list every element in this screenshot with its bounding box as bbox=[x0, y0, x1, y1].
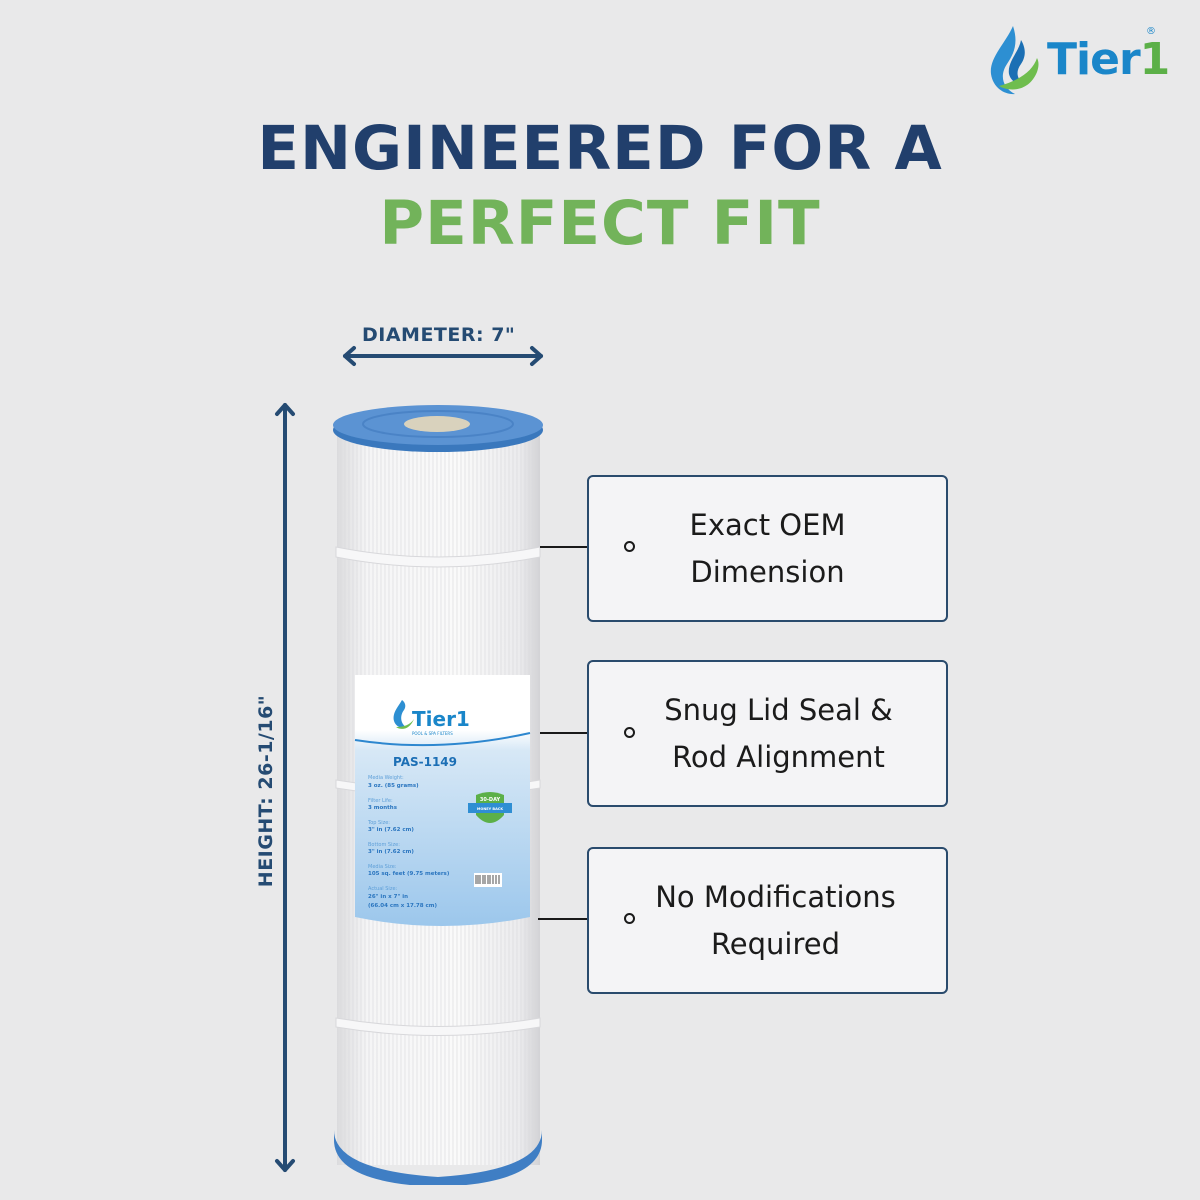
height-label: HEIGHT: 26-1/16" bbox=[255, 694, 277, 888]
headline-line-2: PERFECT FIT bbox=[379, 188, 821, 259]
brand-wordmark: Tier1 bbox=[1047, 33, 1170, 85]
registered-mark: ® bbox=[1146, 26, 1156, 37]
height-arrow-icon bbox=[275, 403, 295, 1172]
svg-text:105 sq. feet (9.75 meters): 105 sq. feet (9.75 meters) bbox=[368, 871, 450, 877]
headline-line-1: ENGINEERED FOR A bbox=[257, 113, 943, 184]
water-drop-leaf-icon bbox=[990, 26, 1039, 95]
svg-text:MONEY BACK: MONEY BACK bbox=[477, 807, 503, 811]
callout-text: Exact OEM Dimension bbox=[689, 507, 846, 589]
barcode-icon bbox=[474, 873, 502, 887]
svg-text:3" in (7.62 cm): 3" in (7.62 cm) bbox=[368, 849, 414, 855]
product-label bbox=[355, 675, 530, 926]
diameter-label: DIAMETER: 7" bbox=[362, 324, 516, 346]
svg-text:Tier1: Tier1 bbox=[412, 707, 470, 731]
svg-text:Top Size:: Top Size: bbox=[367, 820, 390, 826]
filter-cartridge-image: Tier1 POOL & SPA FILTERS PAS-1149 Media … bbox=[333, 405, 543, 1185]
leader-line-3 bbox=[538, 918, 626, 920]
callout-no-modifications: No Modifications Required bbox=[587, 847, 948, 994]
leader-line-2 bbox=[540, 732, 626, 734]
svg-text:30-DAY: 30-DAY bbox=[480, 797, 501, 803]
svg-text:Media Size:: Media Size: bbox=[368, 864, 397, 870]
diameter-arrow-icon bbox=[343, 346, 543, 366]
leader-dot-icon bbox=[624, 541, 635, 552]
leader-dot-icon bbox=[624, 727, 635, 738]
brand-logo: Tier1 ® bbox=[985, 22, 1170, 97]
leader-dot-icon bbox=[624, 913, 635, 924]
callout-text: Snug Lid Seal & Rod Alignment bbox=[664, 692, 893, 774]
svg-text:Filter Life:: Filter Life: bbox=[368, 798, 393, 804]
guarantee-badge-icon: 30-DAY MONEY BACK bbox=[468, 792, 512, 823]
svg-text:Actual Size:: Actual Size: bbox=[368, 886, 398, 892]
svg-text:Bottom Size:: Bottom Size: bbox=[368, 842, 400, 848]
svg-text:26" in x 7" in: 26" in x 7" in bbox=[368, 894, 408, 900]
svg-text:3 months: 3 months bbox=[368, 805, 398, 811]
callout-snug-lid-seal: Snug Lid Seal & Rod Alignment bbox=[587, 660, 948, 807]
leader-line-1 bbox=[540, 546, 626, 548]
callout-exact-oem-dimension: Exact OEM Dimension bbox=[587, 475, 948, 622]
svg-text:(66.04 cm x 17.78 cm): (66.04 cm x 17.78 cm) bbox=[368, 903, 437, 909]
svg-text:Media Weight:: Media Weight: bbox=[368, 775, 404, 781]
callout-text: No Modifications Required bbox=[655, 879, 896, 961]
svg-text:3 oz. (85 grams): 3 oz. (85 grams) bbox=[368, 783, 419, 789]
svg-text:POOL & SPA FILTERS: POOL & SPA FILTERS bbox=[412, 731, 453, 736]
svg-text:3" in (7.62 cm): 3" in (7.62 cm) bbox=[368, 827, 414, 833]
svg-text:PAS-1149: PAS-1149 bbox=[393, 755, 457, 769]
